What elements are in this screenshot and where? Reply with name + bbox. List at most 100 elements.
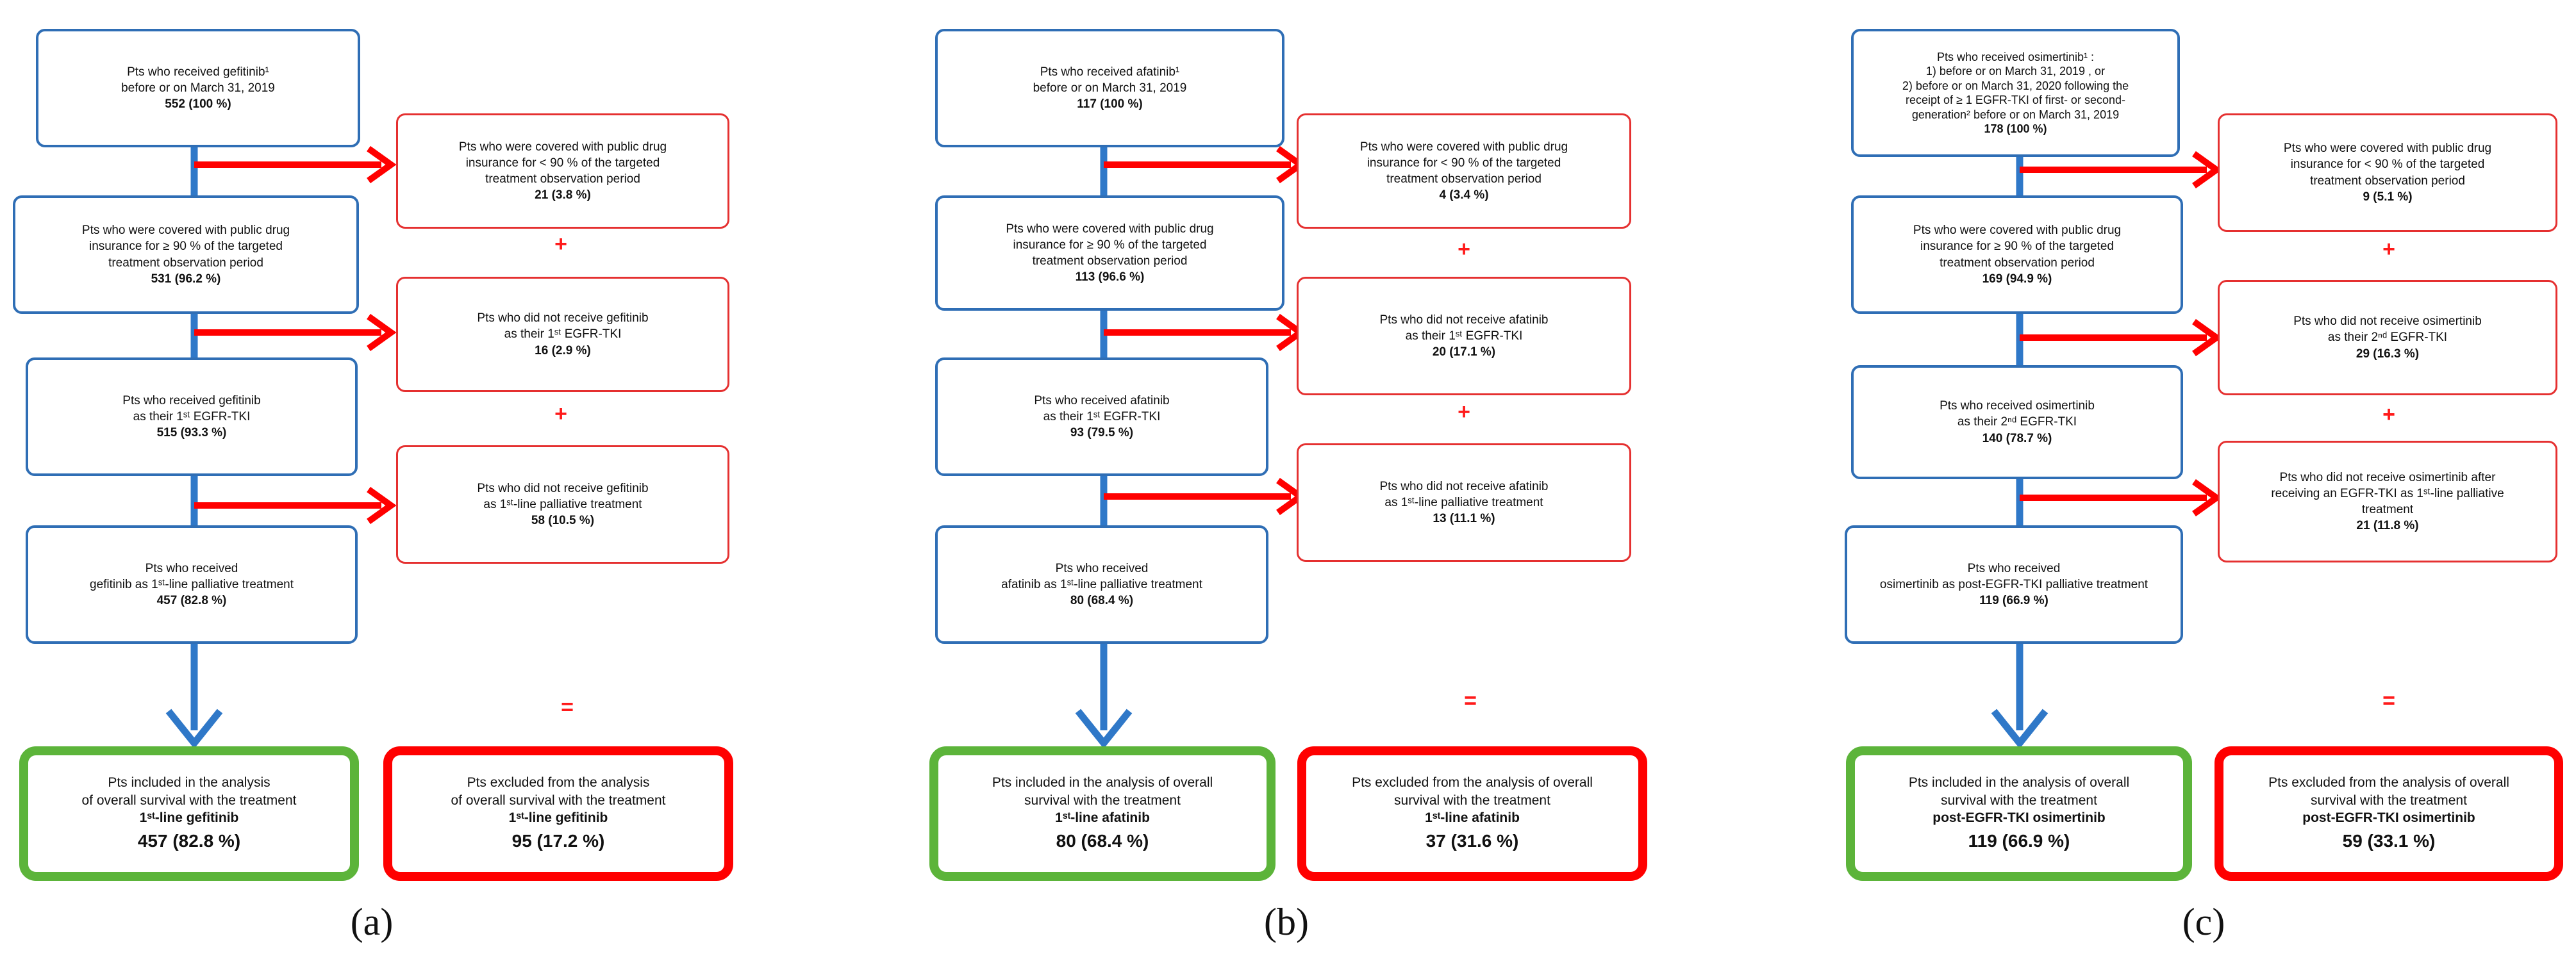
excluded-box-drug: 1ˢᵗ-line afatinib [1425, 810, 1520, 826]
step-box-value: 515 (93.3 %) [156, 426, 227, 440]
excluded-box: Pts excluded from the analysis of overal… [1297, 746, 1647, 881]
step-box-value: 80 (68.4 %) [1070, 594, 1134, 608]
plus-sign: + [1458, 237, 1470, 261]
step-box-text: Pts who received afatinib as their 1ˢᵗ E… [1034, 393, 1170, 423]
exclusion-box-value: 16 (2.9 %) [535, 343, 591, 357]
excluded-box-value: 95 (17.2 %) [511, 831, 605, 851]
exclusion-box-text: Pts who did not receive osimertinib afte… [2271, 470, 2504, 516]
step-box-text: Pts who received gefitinib as 1ˢᵗ-line p… [90, 561, 294, 591]
main-flow-arrowhead [1991, 709, 2048, 749]
step-box-3: Pts who received osimertinib as post-EGF… [1845, 525, 2183, 644]
start-box-value: 117 (100 %) [1077, 97, 1143, 111]
exclusion-box-text: Pts who did not receive gefitinib as the… [477, 311, 649, 341]
step-box-text: Pts who received afatinib as 1ˢᵗ-line pa… [1001, 561, 1202, 591]
excluded-box-text: Pts excluded from the analysis of overal… [451, 775, 666, 808]
included-box: Pts included in the analysis of overall … [1846, 746, 2192, 881]
start-box: Pts who received afatinib¹ before or on … [935, 29, 1284, 147]
main-flow-arrowhead [165, 709, 223, 749]
exclusion-arrowhead-2 [367, 313, 397, 352]
step-box-value: 119 (66.9 %) [1979, 594, 2048, 608]
included-box-text: Pts included in the analysis of overall … [992, 775, 1213, 808]
equals-sign: = [561, 695, 574, 719]
included-box-drug: 1ˢᵗ-line gefitinib [139, 810, 239, 826]
exclusion-box-text: Pts who were covered with public drug in… [2283, 142, 2492, 188]
step-box-value: 531 (96.2 %) [151, 272, 221, 286]
plus-sign: + [2382, 402, 2395, 427]
plus-sign: + [2382, 237, 2395, 261]
included-box-value: 80 (68.4 %) [1056, 831, 1149, 851]
exclusion-box-value: 58 (10.5 %) [531, 514, 595, 528]
included-box-text: Pts included in the analysis of overall … [1908, 775, 2130, 808]
step-box-value: 113 (96.6 %) [1075, 270, 1145, 284]
included-box-value: 457 (82.8 %) [137, 831, 241, 851]
exclusion-box-text: Pts who were covered with public drug in… [458, 140, 667, 186]
exclusion-box-text: Pts who were covered with public drug in… [1359, 140, 1568, 186]
exclusion-box-3: Pts who did not receive gefitinib as 1ˢᵗ… [396, 445, 729, 564]
plus-sign: + [1458, 400, 1470, 424]
excluded-box-text: Pts excluded from the analysis of overal… [2268, 775, 2509, 808]
exclusion-box-1: Pts who were covered with public drug in… [1297, 113, 1631, 229]
excluded-box-drug: 1ˢᵗ-line gefitinib [508, 810, 608, 826]
step-box-value: 457 (82.8 %) [156, 594, 227, 608]
exclusion-arrowhead-1 [367, 145, 397, 184]
exclusion-box-3: Pts who did not receive osimertinib afte… [2218, 441, 2557, 562]
exclusion-box-2: Pts who did not receive afatinib as thei… [1297, 277, 1631, 395]
exclusion-box-1: Pts who were covered with public drug in… [2218, 113, 2557, 232]
exclusion-box-text: Pts who did not receive afatinib as 1ˢᵗ-… [1379, 479, 1549, 509]
exclusion-box-value: 21 (3.8 %) [535, 188, 591, 202]
included-box: Pts included in the analysis of overall … [19, 746, 359, 881]
step-box-value: 93 (79.5 %) [1070, 426, 1134, 440]
plus-sign: + [554, 402, 567, 426]
exclusion-box-3: Pts who did not receive afatinib as 1ˢᵗ-… [1297, 443, 1631, 562]
step-box-text: Pts who received gefitinib as their 1ˢᵗ … [122, 393, 261, 423]
step-box-1: Pts who were covered with public drug in… [935, 195, 1284, 311]
start-box-text: Pts who received afatinib¹ before or on … [1033, 65, 1187, 95]
start-box-value: 552 (100 %) [165, 97, 231, 111]
exclusion-arrowhead-3 [2192, 479, 2222, 517]
exclusion-box-value: 4 (3.4 %) [1439, 188, 1489, 202]
start-box: Pts who received osimertinib¹ : 1) befor… [1851, 29, 2180, 157]
step-box-value: 140 (78.7 %) [1982, 431, 2052, 445]
excluded-box: Pts excluded from the analysis of overal… [2215, 746, 2563, 881]
exclusion-box-value: 13 (11.1 %) [1433, 512, 1495, 526]
start-box-text: Pts who received osimertinib¹ : 1) befor… [1902, 50, 2129, 121]
step-box-text: Pts who were covered with public drug in… [1913, 224, 2122, 270]
exclusion-box-text: Pts who did not receive gefitinib as 1ˢᵗ… [477, 481, 649, 511]
main-flow-arrowhead [1075, 709, 1133, 749]
excluded-box-drug: post-EGFR-TKI osimertinib [2302, 810, 2475, 826]
exclusion-box-value: 29 (16.3 %) [2356, 347, 2420, 361]
step-box-3: Pts who received afatinib as 1ˢᵗ-line pa… [935, 525, 1268, 644]
included-box: Pts included in the analysis of overall … [929, 746, 1276, 881]
excluded-box-value: 59 (33.1 %) [2342, 831, 2436, 851]
equals-sign: = [2382, 689, 2395, 713]
exclusion-box-1: Pts who were covered with public drug in… [396, 113, 729, 229]
step-box-value: 169 (94.9 %) [1982, 272, 2052, 286]
panel-caption: (b) [1264, 901, 1309, 943]
panel-caption: (a) [350, 901, 394, 943]
panel-caption: (c) [2182, 901, 2225, 943]
start-box-text: Pts who received gefitinib¹ before or on… [121, 65, 275, 95]
exclusion-box-text: Pts who did not receive osimertinib as t… [2293, 315, 2482, 345]
plus-sign: + [554, 232, 567, 256]
equals-sign: = [1464, 689, 1477, 713]
start-box: Pts who received gefitinib¹ before or on… [36, 29, 360, 147]
exclusion-box-text: Pts who did not receive afatinib as thei… [1379, 313, 1549, 343]
step-box-3: Pts who received gefitinib as 1ˢᵗ-line p… [26, 525, 358, 644]
exclusion-box-2: Pts who did not receive osimertinib as t… [2218, 280, 2557, 395]
excluded-box: Pts excluded from the analysis of overal… [383, 746, 733, 881]
exclusion-arrowhead-3 [367, 486, 397, 525]
step-box-2: Pts who received osimertinib as their 2ⁿ… [1851, 365, 2183, 479]
step-box-text: Pts who were covered with public drug in… [1006, 222, 1214, 268]
step-box-1: Pts who were covered with public drug in… [1851, 195, 2183, 314]
included-box-drug: 1ˢᵗ-line afatinib [1055, 810, 1150, 826]
exclusion-box-value: 20 (17.1 %) [1432, 345, 1496, 359]
exclusion-arrowhead-1 [2192, 151, 2222, 189]
excluded-box-value: 37 (31.6 %) [1425, 831, 1519, 851]
step-box-1: Pts who were covered with public drug in… [13, 195, 359, 314]
step-box-text: Pts who received osimertinib as their 2ⁿ… [1940, 399, 2095, 429]
start-box-value: 178 (100 %) [1984, 122, 2047, 135]
exclusion-arrowhead-2 [2192, 318, 2222, 357]
exclusion-box-value: 21 (11.8 %) [2356, 519, 2419, 533]
step-box-text: Pts who were covered with public drug in… [81, 224, 290, 270]
included-box-drug: post-EGFR-TKI osimertinib [1932, 810, 2106, 826]
